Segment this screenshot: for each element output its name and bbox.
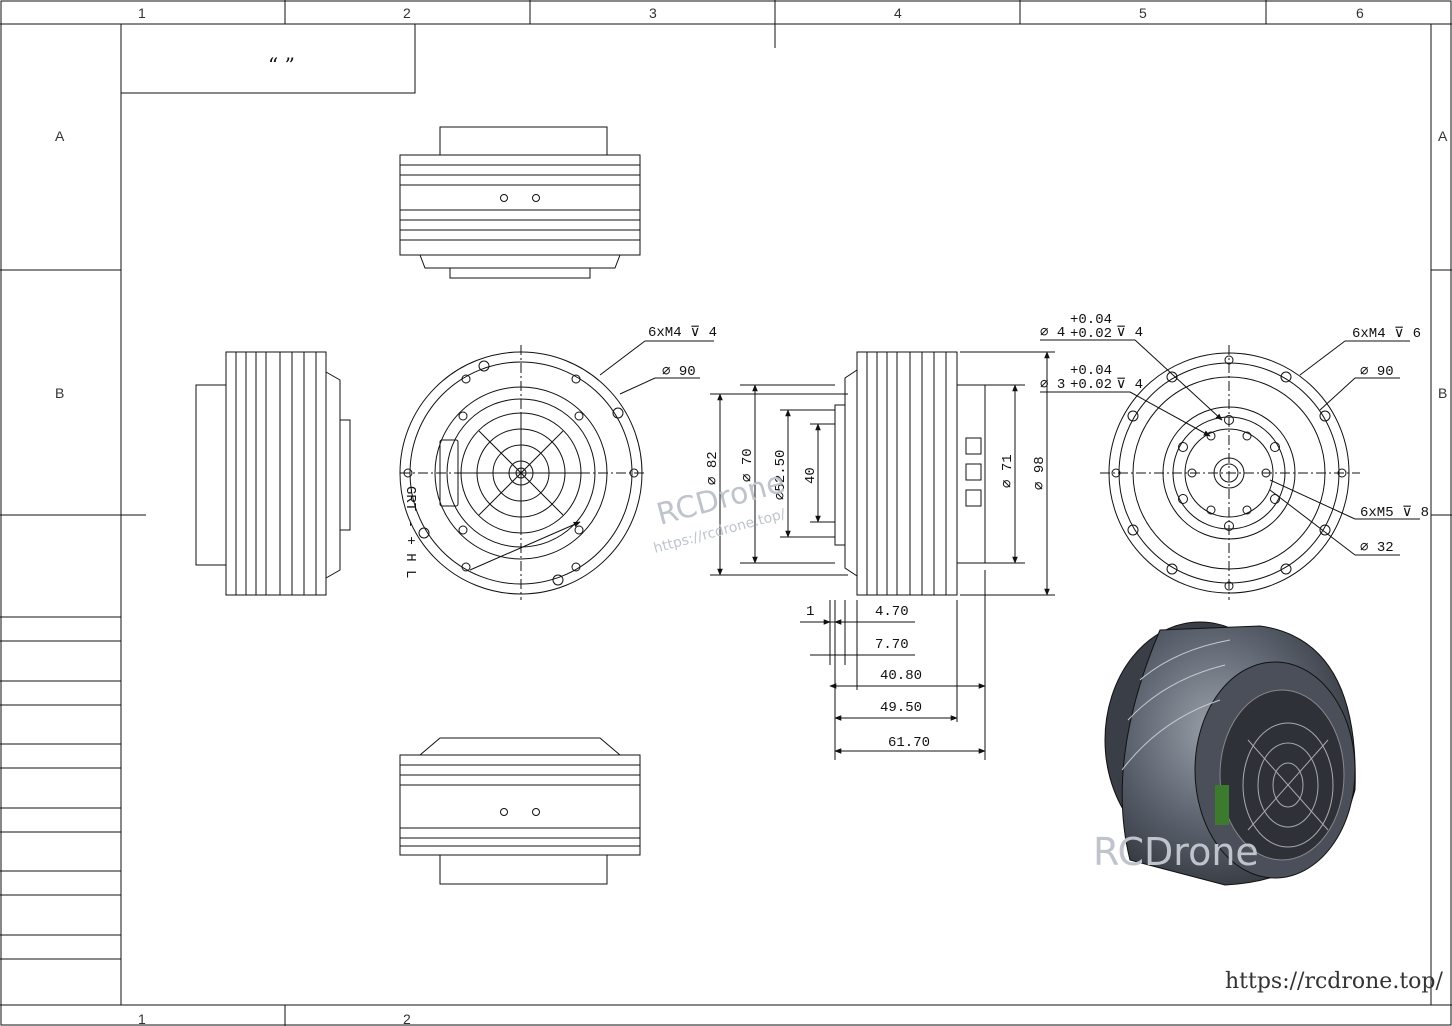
back-thread-m5-callout: 6xM5 ⊽ 8 bbox=[1360, 505, 1429, 521]
hole-d3-tol-upper: +0.04 bbox=[1070, 363, 1112, 379]
dim-49-50: 49.50 bbox=[880, 700, 922, 716]
hole-d4-tol-upper: +0.04 bbox=[1070, 312, 1112, 328]
footer-url: https://rcdrone.top/ bbox=[1225, 969, 1443, 994]
dim-61-70: 61.70 bbox=[888, 735, 930, 751]
side-section-view bbox=[834, 351, 986, 596]
dim-d98: ⌀ 98 bbox=[1032, 456, 1048, 490]
back-annotation-labels: ⌀ 4 +0.04 +0.02 ⊽ 4 ⌀ 3 +0.04 +0.02 ⊽ 4 … bbox=[1040, 312, 1429, 556]
title-text: “ ” bbox=[268, 53, 295, 77]
watermark-render: RCDrone bbox=[1093, 830, 1259, 874]
isometric-render bbox=[1104, 621, 1356, 886]
zone-col-4-top: 4 bbox=[894, 5, 902, 21]
dim-d71: ⌀ 71 bbox=[1000, 454, 1016, 488]
hole-d3-depth: ⊽ 4 bbox=[1116, 377, 1143, 393]
hole-d4-tol-lower: +0.02 bbox=[1070, 326, 1112, 342]
hole-d3-tol-lower: +0.02 bbox=[1070, 377, 1112, 393]
zone-labels: 1 2 3 4 5 6 1 2 A A B B bbox=[55, 5, 1448, 1026]
zone-col-1-top: 1 bbox=[138, 5, 146, 21]
hole-d4-depth: ⊽ 4 bbox=[1116, 325, 1143, 341]
zone-row-b-left: B bbox=[55, 385, 64, 401]
dim-d70: ⌀ 70 bbox=[740, 448, 756, 482]
bottom-view bbox=[399, 737, 641, 885]
front-annotations: 6xM4 ⊽ 4 ⌀ 90 bbox=[469, 325, 717, 571]
zone-col-1-bottom: 1 bbox=[138, 1011, 146, 1026]
zone-row-a-left: A bbox=[55, 128, 65, 144]
revision-table bbox=[0, 616, 121, 960]
back-view bbox=[1100, 345, 1360, 600]
hole-d4-callout: ⌀ 4 bbox=[1040, 325, 1065, 341]
back-diameter-90: ⌀ 90 bbox=[1360, 364, 1394, 380]
zone-col-2-top: 2 bbox=[403, 5, 411, 21]
top-view bbox=[399, 126, 641, 279]
dim-7-70: 7.70 bbox=[875, 637, 909, 653]
left-side-view bbox=[195, 351, 351, 596]
zone-col-2-bottom: 2 bbox=[403, 1011, 411, 1026]
front-face-view bbox=[399, 345, 645, 600]
dim-40: 40 bbox=[803, 467, 819, 484]
back-annotations bbox=[1040, 339, 1420, 556]
dim-d52-50: ⌀52.50 bbox=[773, 450, 789, 500]
dim-40-80: 40.80 bbox=[880, 668, 922, 684]
hole-d3-callout: ⌀ 3 bbox=[1040, 377, 1065, 393]
back-thread-m4-callout: 6xM4 ⊽ 6 bbox=[1352, 326, 1421, 342]
side-dimension-labels: ⌀ 82 ⌀ 70 ⌀52.50 40 ⌀ 71 ⌀ 98 1 4.70 7.7… bbox=[705, 448, 1048, 751]
dim-d82: ⌀ 82 bbox=[705, 451, 721, 485]
zone-col-3-top: 3 bbox=[649, 5, 657, 21]
zone-col-6-top: 6 bbox=[1356, 5, 1364, 21]
zone-col-5-top: 5 bbox=[1139, 5, 1147, 21]
connector-pin-labels: GRT - + H L bbox=[402, 486, 418, 578]
title-box: “ ” bbox=[120, 23, 416, 94]
zone-row-a-right: A bbox=[1438, 128, 1448, 144]
dim-4-70: 4.70 bbox=[875, 604, 909, 620]
dim-1: 1 bbox=[806, 604, 814, 620]
front-diameter-callout: ⌀ 90 bbox=[662, 364, 696, 380]
front-thread-callout: 6xM4 ⊽ 4 bbox=[648, 325, 717, 341]
side-dimensions bbox=[710, 351, 1055, 760]
zone-row-b-right: B bbox=[1438, 385, 1447, 401]
back-diameter-32: ⌀ 32 bbox=[1360, 540, 1394, 556]
